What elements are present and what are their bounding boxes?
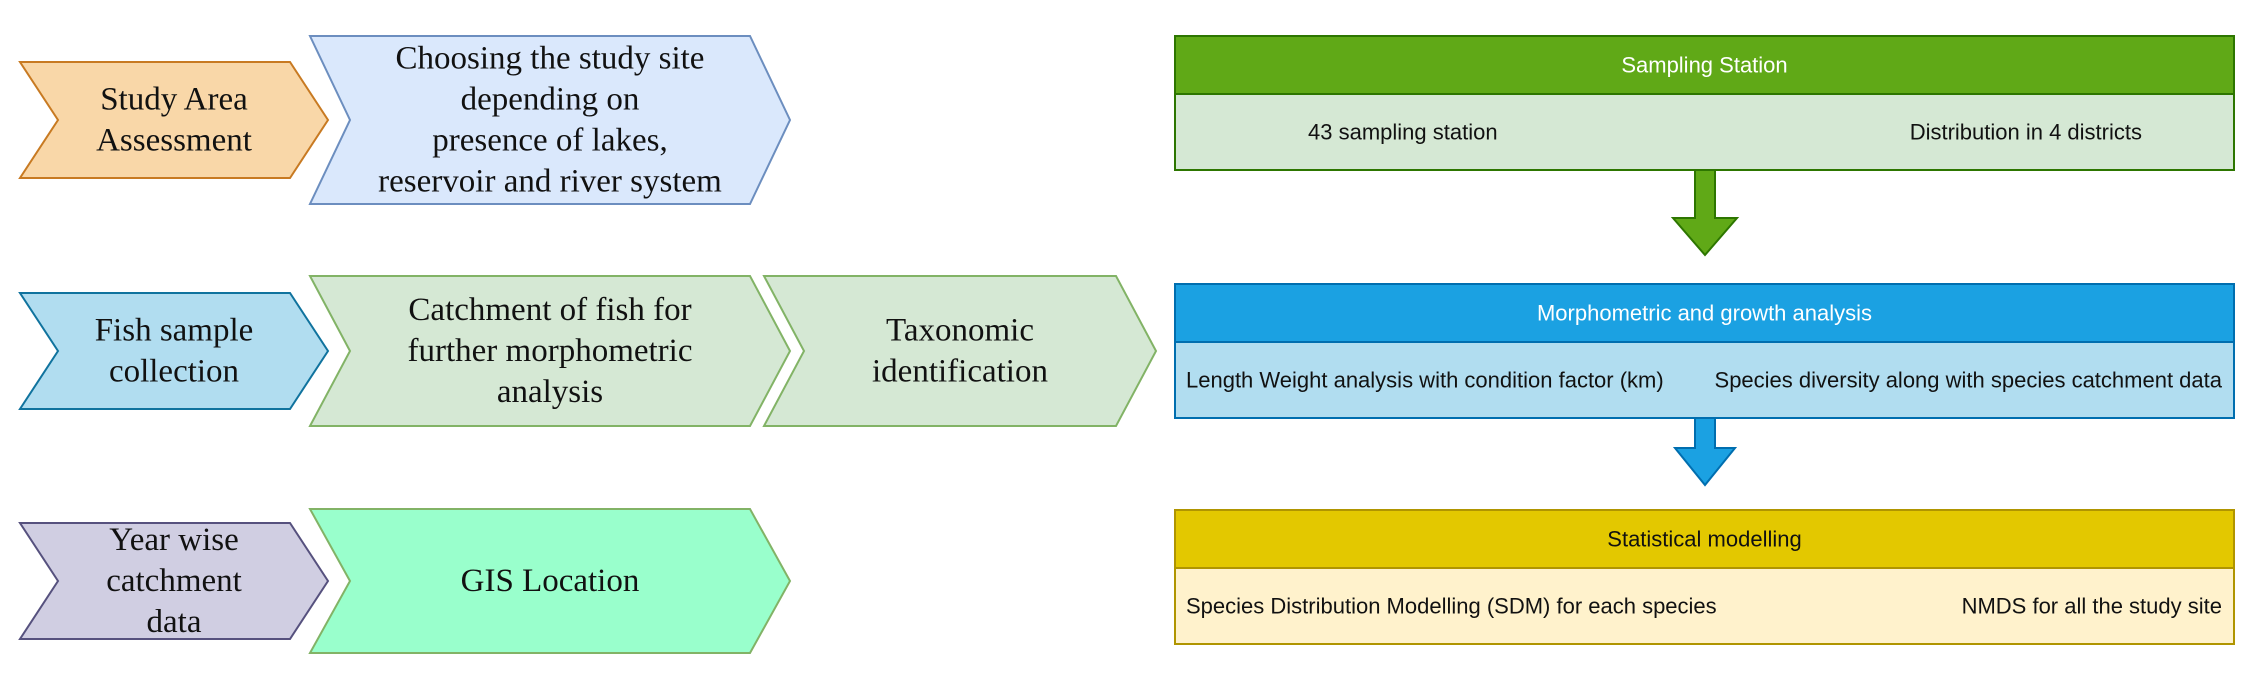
arrow-down-icon <box>1670 169 1740 257</box>
step-chevron-shape <box>308 508 792 654</box>
box-item-text: NMDS for all the study site <box>1962 594 2222 619</box>
chevron-text-line: depending on <box>461 82 640 118</box>
chevron-text-line: data <box>147 604 202 640</box>
label-chevron-shape <box>18 522 330 640</box>
chevron-text-line: GIS Location <box>461 563 640 599</box>
chevron-text-line: identification <box>872 354 1048 390</box>
box-sampling-station: Sampling Station 43 sampling station Distr… <box>1174 35 2235 171</box>
step-chevron-shape <box>308 275 792 427</box>
box-header <box>1174 509 2235 569</box>
chevron-text-line: further morphometric <box>408 333 693 369</box>
box-item-text: Species diversity along with species cat… <box>1715 368 2223 393</box>
flow-arrow-down-1 <box>1670 169 1740 257</box>
label-chevron-shape <box>18 292 330 410</box>
step-chevron-shape <box>762 275 1158 427</box>
flow-arrow-down-2 <box>1672 417 1738 487</box>
chevron-text-line: Choosing the study site <box>396 41 705 77</box>
step-chevron: GIS Location <box>308 508 792 654</box>
box-body <box>1174 93 2235 171</box>
box-title: Morphometric and growth analysis <box>1537 301 1872 326</box>
box-header <box>1174 35 2235 95</box>
box-title: Statistical modelling <box>1607 527 1801 552</box>
chevron-text-line: presence of lakes, <box>432 123 667 159</box>
analysis-box-column: Sampling Station 43 sampling station Distr… <box>1174 35 2235 645</box>
box-body <box>1174 341 2235 419</box>
chevron-text-line: analysis <box>497 374 603 410</box>
box-item-text: Species Distribution Modelling (SDM) for… <box>1186 594 1717 619</box>
chevron-text-line: Catchment of fish for <box>408 292 691 328</box>
chevron-text-line: catchment <box>106 563 242 599</box>
process-chevron-column: Choosing the study site depending on prese… <box>18 35 1158 654</box>
chevron-text-line: collection <box>109 354 239 390</box>
box-body <box>1174 567 2235 645</box>
box-item-text: 43 sampling station <box>1308 120 1498 145</box>
chevron-text-line: Study Area <box>100 82 248 118</box>
chevron-text-line: Taxonomic <box>886 313 1034 349</box>
box-header <box>1174 283 2235 343</box>
box-item-text: Distribution in 4 districts <box>1910 120 2142 145</box>
arrow-down-icon <box>1672 417 1738 487</box>
step-chevron: Taxonomic identification <box>762 275 1158 427</box>
chevron-text-line: Fish sample <box>95 313 254 349</box>
label-chevron: Fish sample collection <box>18 292 330 410</box>
step-chevron-shape <box>308 35 792 205</box>
chevron-text-line: Year wise <box>109 522 239 558</box>
chevron-text-line: Assessment <box>96 123 252 159</box>
chevron-row-fish-sample: Catchment of fish for further morphometri… <box>18 275 1158 427</box>
step-chevron: Choosing the study site depending on prese… <box>308 35 792 205</box>
step-chevron: Catchment of fish for further morphometri… <box>308 275 792 427</box>
box-title: Sampling Station <box>1621 53 1787 78</box>
chevron-row-study-area: Choosing the study site depending on prese… <box>18 35 792 205</box>
chevron-text-line: reservoir and river system <box>378 164 722 200</box>
box-item-text: Length Weight analysis with condition fa… <box>1186 368 1664 393</box>
chevron-row-year-wise: GIS Location Year wise catchment data <box>18 508 792 654</box>
label-chevron-shape <box>18 61 330 179</box>
label-chevron: Year wise catchment data <box>18 522 330 640</box>
